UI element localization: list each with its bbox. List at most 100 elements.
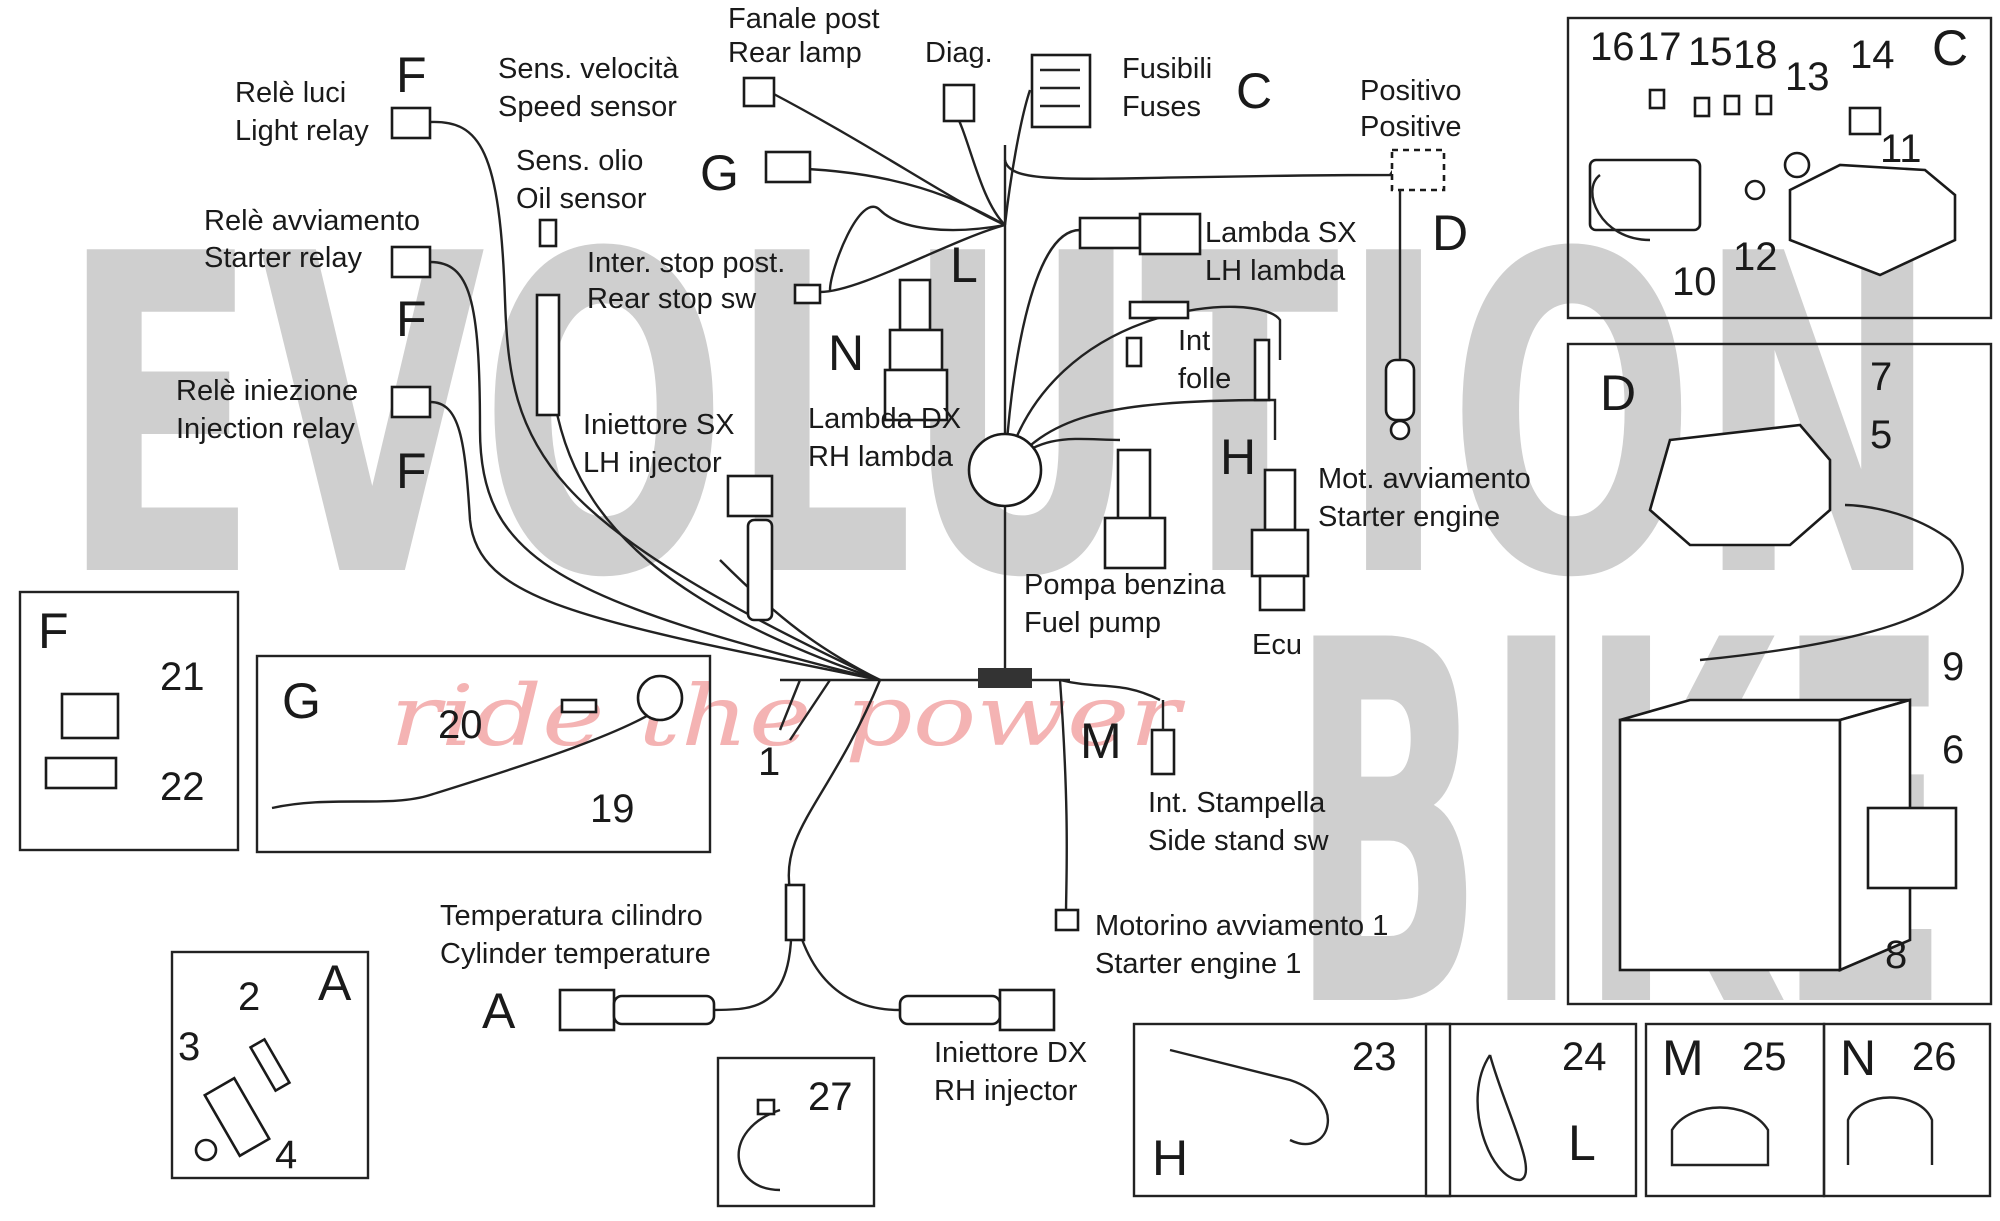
callout-box-h: H 23: [1132, 1022, 1452, 1198]
label-cyl-temp: Cylinder temperature: [440, 938, 711, 970]
label-pompa-benzina: Pompa benzina: [1024, 569, 1226, 601]
part-number-4: 4: [275, 1133, 297, 1177]
part-number-12: 12: [1733, 235, 1778, 279]
letter-h-starter: H: [1220, 429, 1256, 485]
part-number-18: 18: [1733, 33, 1778, 77]
label-positivo: Positivo: [1360, 75, 1462, 107]
label-motorino: Motorino avviamento 1: [1095, 910, 1388, 942]
label-rh-lambda: RH lambda: [808, 441, 954, 473]
neutral-switch-connector: [1125, 300, 1271, 402]
letter-f-light-relay: F: [396, 47, 427, 103]
clamp-25: [1670, 1106, 1770, 1167]
box-letter-c: C: [1932, 20, 1968, 76]
watermark-tagline: ride the power: [390, 667, 1186, 765]
label-temp-cilindro: Temperatura cilindro: [440, 900, 703, 932]
screw-20: [560, 698, 598, 714]
label-fusibili: Fusibili: [1122, 53, 1212, 85]
label-rh-injector: RH injector: [934, 1075, 1078, 1107]
label-lh-lambda: LH lambda: [1205, 255, 1346, 287]
clamp-26: [1846, 1096, 1934, 1165]
washer-13: [1783, 151, 1811, 179]
speed-sensor-connector: [764, 150, 812, 184]
letter-a-temperature: A: [482, 983, 516, 1039]
label-rele-iniezione: Relè iniezione: [176, 375, 358, 407]
letter-n-rh-lambda: N: [828, 325, 864, 381]
label-sens-velocita: Sens. velocità: [498, 53, 679, 85]
part-number-26: 26: [1912, 1035, 1957, 1079]
fuses-connector: [1030, 53, 1092, 129]
oil-sensor-connector: [538, 218, 558, 248]
label-lambda-dx: Lambda DX: [808, 403, 961, 435]
part-number-2: 2: [238, 975, 260, 1019]
box-letter-n: N: [1840, 1030, 1876, 1086]
label-light-relay: Light relay: [235, 115, 369, 147]
part-number-9: 9: [1942, 645, 1964, 689]
rh-lambda-connector: [883, 278, 949, 422]
positive-terminal: [1384, 148, 1446, 441]
bracket-11: [1788, 163, 1957, 277]
bracket-23: [1169, 1048, 1329, 1146]
label-fanale-post: Fanale post: [728, 3, 880, 35]
callout-box-f: F 21 22: [18, 590, 240, 852]
callout-box-l: L 24: [1424, 1022, 1638, 1198]
starter-relay-connector: [390, 245, 432, 279]
watermark-word-evolution: EVOLUTION: [60, 162, 1940, 674]
letter-m-side-stand: M: [1080, 713, 1122, 769]
label-int: Int: [1178, 325, 1210, 357]
label-iniettore-sx: Iniettore SX: [583, 409, 735, 441]
part-number-24: 24: [1562, 1035, 1607, 1079]
rear-stop-switch-connector: [793, 283, 822, 305]
main-wiring-harness: [429, 89, 1401, 1012]
label-rear-lamp: Rear lamp: [728, 37, 862, 69]
label-fuel-pump: Fuel pump: [1024, 607, 1161, 639]
label-rele-luci: Relè luci: [235, 77, 346, 109]
label-diag: Diag.: [925, 37, 993, 69]
callout-box-n: N 26: [1822, 1022, 1992, 1198]
cable-tie-27: [737, 1108, 781, 1192]
label-iniettore-dx: Iniettore DX: [934, 1037, 1087, 1069]
temperature-sensor-3: [203, 1076, 271, 1158]
callout-box-a: A 2 3 4: [170, 950, 370, 1180]
battery-label-8: [1866, 806, 1958, 890]
part-number-3: 3: [178, 1025, 200, 1069]
letter-f-injection-relay: F: [396, 443, 427, 499]
label-starter-engine: Starter engine: [1318, 501, 1500, 533]
relay-21: [60, 692, 120, 740]
box-letter-l: L: [1568, 1115, 1596, 1171]
battery-6: [1618, 718, 1842, 972]
fuse-box-10: [1588, 158, 1702, 232]
callout-box-m: M 25: [1644, 1022, 1826, 1198]
label-sens-olio: Sens. olio: [516, 145, 643, 177]
diag-connector: [942, 83, 976, 123]
side-stand-switch: [1150, 700, 1176, 776]
box-letter-h: H: [1152, 1130, 1188, 1186]
label-starter-relay: Starter relay: [204, 242, 362, 274]
part-number-7: 7: [1870, 355, 1892, 399]
rh-injector-connector: [898, 988, 1056, 1032]
part-number-20: 20: [438, 703, 483, 747]
cylinder-temperature-connector: [558, 988, 716, 1032]
part-number-13: 13: [1785, 55, 1830, 99]
part-number-15: 15: [1688, 30, 1733, 74]
label-inter-stop: Inter. stop post.: [587, 247, 785, 279]
screw-12: [1744, 179, 1766, 201]
label-fuses: Fuses: [1122, 91, 1201, 123]
label-injection-relay: Injection relay: [176, 413, 355, 445]
part-number-21: 21: [160, 655, 205, 699]
label-positive: Positive: [1360, 111, 1462, 143]
battery-cable-9: [1699, 503, 1964, 662]
battery-cover-5: [1648, 423, 1832, 547]
callout-box-g: G 20 19: [255, 654, 712, 854]
letter-f-starter-relay: F: [396, 291, 427, 347]
label-folle: folle: [1178, 363, 1231, 395]
letter-l-harness: L: [950, 237, 978, 293]
label-lh-injector: LH injector: [583, 447, 722, 479]
harness-sleeve: [784, 883, 806, 942]
ecu-connector: [1250, 468, 1310, 612]
part-number-14: 14: [1850, 33, 1895, 77]
cable-tie-24: [1476, 1054, 1528, 1182]
part-number-19: 19: [590, 787, 635, 831]
label-lambda-sx: Lambda SX: [1205, 217, 1357, 249]
speed-sensor-19: [271, 699, 671, 810]
letter-c-fuses: C: [1236, 63, 1272, 119]
